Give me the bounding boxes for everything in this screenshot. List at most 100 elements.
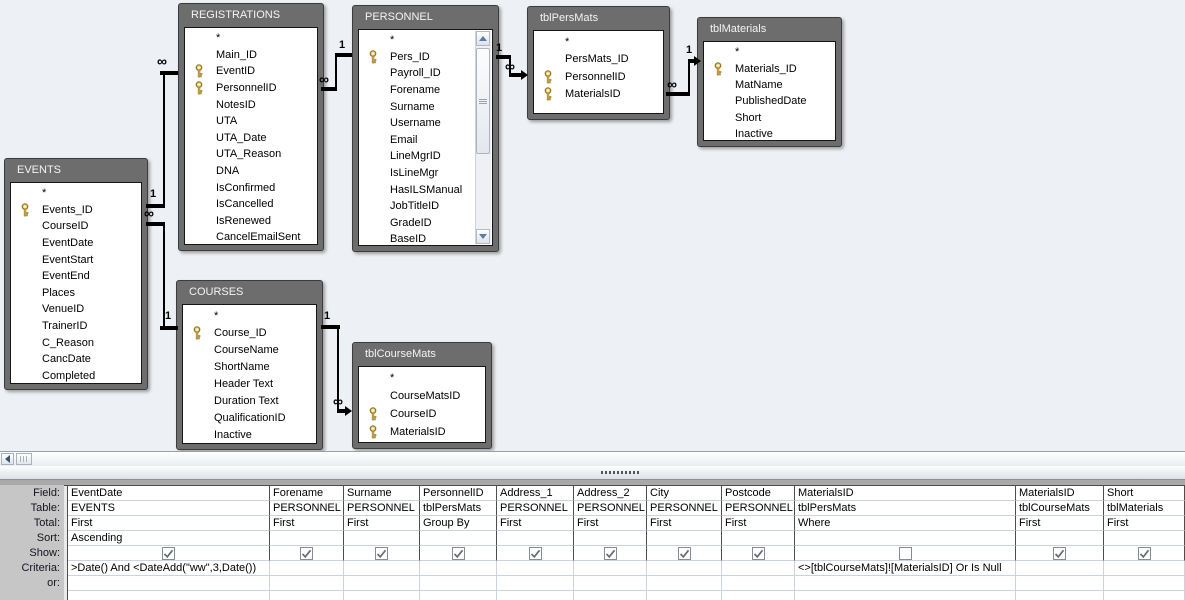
field-row-Inactive[interactable]: Inactive xyxy=(183,426,316,443)
join-line[interactable] xyxy=(160,326,178,330)
cell-sort-col5[interactable] xyxy=(574,531,647,546)
cell-field-col9[interactable]: MaterialsID xyxy=(1016,486,1104,501)
field-row-Materials_ID[interactable]: Materials_ID xyxy=(704,60,835,76)
cell-criteria-col3[interactable] xyxy=(420,561,497,576)
cell-field-col10[interactable]: Short xyxy=(1104,486,1185,501)
field-row-TrainerID[interactable]: TrainerID xyxy=(11,318,141,335)
show-checkbox[interactable] xyxy=(898,547,912,560)
cell-table-col2[interactable]: PERSONNEL xyxy=(344,501,420,516)
cell-field-col2[interactable]: Surname xyxy=(344,486,420,501)
field-row-UTA[interactable]: UTA xyxy=(185,113,317,130)
cell-extra-col8[interactable] xyxy=(795,591,1016,600)
cell-table-col6[interactable]: PERSONNEL xyxy=(647,501,722,516)
join-line[interactable] xyxy=(163,73,165,208)
field-row-PersonnelID[interactable]: PersonnelID xyxy=(534,68,663,86)
table-title[interactable]: EVENTS xyxy=(17,164,62,176)
show-checkbox[interactable] xyxy=(300,547,313,560)
cell-criteria-col10[interactable] xyxy=(1104,561,1185,576)
cell-sort-col2[interactable] xyxy=(344,531,420,546)
field-row-MatName[interactable]: MatName xyxy=(704,77,835,93)
cell-show-col6[interactable] xyxy=(647,546,722,561)
cell-total-col10[interactable]: First xyxy=(1104,516,1185,531)
cell-criteria-col5[interactable] xyxy=(574,561,647,576)
cell-total-col2[interactable]: First xyxy=(344,516,420,531)
join-line[interactable] xyxy=(146,222,165,226)
field-row-CourseName[interactable]: CourseName xyxy=(183,341,316,358)
cell-extra-col0[interactable] xyxy=(68,591,270,600)
field-row-IsLineMgr[interactable]: IsLineMgr xyxy=(359,165,492,182)
field-row-Completed[interactable]: Completed xyxy=(11,368,141,383)
cell-table-col4[interactable]: PERSONNEL xyxy=(497,501,574,516)
join-line[interactable] xyxy=(337,327,339,411)
cell-sort-col10[interactable] xyxy=(1104,531,1185,546)
field-row-IsConfirmed[interactable]: IsConfirmed xyxy=(185,179,317,196)
field-row-EventStart[interactable]: EventStart xyxy=(11,251,141,268)
cell-extra-col10[interactable] xyxy=(1104,591,1185,600)
field-row-C_Reason[interactable]: C_Reason xyxy=(11,334,141,351)
cell-show-col2[interactable] xyxy=(344,546,420,561)
join-line[interactable] xyxy=(321,87,337,91)
field-row-Main_ID[interactable]: Main_ID xyxy=(185,47,317,64)
cell-criteria-col6[interactable] xyxy=(647,561,722,576)
table-title[interactable]: tblCourseMats xyxy=(365,348,436,360)
cell-table-col9[interactable]: tblCourseMats xyxy=(1016,501,1104,516)
cell-show-col4[interactable] xyxy=(497,546,574,561)
cell-field-col0[interactable]: EventDate xyxy=(68,486,270,501)
field-row-star[interactable]: * xyxy=(359,369,485,387)
cell-show-col8[interactable] xyxy=(795,546,1016,561)
cell-or-col1[interactable] xyxy=(270,576,344,591)
field-row-PersMats_ID[interactable]: PersMats_ID xyxy=(534,51,663,69)
field-row-QualificationID[interactable]: QualificationID xyxy=(183,409,316,426)
join-line[interactable] xyxy=(163,224,165,329)
pane-splitter[interactable] xyxy=(0,466,1185,479)
join-line[interactable] xyxy=(509,73,522,77)
cell-criteria-col2[interactable] xyxy=(344,561,420,576)
field-row-IsRenewed[interactable]: IsRenewed xyxy=(185,213,317,230)
field-row-Email[interactable]: Email xyxy=(359,132,492,149)
cell-show-col9[interactable] xyxy=(1016,546,1104,561)
show-checkbox[interactable] xyxy=(162,547,175,560)
cell-show-col0[interactable] xyxy=(68,546,270,561)
field-row-BaseID[interactable]: BaseID xyxy=(359,231,492,245)
cell-table-col0[interactable]: EVENTS xyxy=(68,501,270,516)
cell-sort-col4[interactable] xyxy=(497,531,574,546)
cell-sort-col7[interactable] xyxy=(722,531,795,546)
field-row-CancelEmailSent[interactable]: CancelEmailSent xyxy=(185,229,317,244)
field-row-MaterialsID[interactable]: MaterialsID xyxy=(359,423,485,441)
field-row-CourseID[interactable]: CourseID xyxy=(359,405,485,423)
cell-criteria-col4[interactable] xyxy=(497,561,574,576)
table-title[interactable]: REGISTRATIONS xyxy=(191,9,281,21)
cell-or-col3[interactable] xyxy=(420,576,497,591)
join-line[interactable] xyxy=(688,59,695,63)
cell-total-col8[interactable]: Where xyxy=(795,516,1016,531)
cell-or-col10[interactable] xyxy=(1104,576,1185,591)
show-checkbox[interactable] xyxy=(603,547,617,560)
cell-sort-col1[interactable] xyxy=(270,531,344,546)
field-row-EventDate[interactable]: EventDate xyxy=(11,235,141,252)
field-row-VenueID[interactable]: VenueID xyxy=(11,301,141,318)
cell-or-col5[interactable] xyxy=(574,576,647,591)
field-row-Payroll_ID[interactable]: Payroll_ID xyxy=(359,65,492,82)
cell-or-col6[interactable] xyxy=(647,576,722,591)
field-row-CancDate[interactable]: CancDate xyxy=(11,351,141,368)
cell-total-col9[interactable]: First xyxy=(1016,516,1104,531)
cell-criteria-col7[interactable] xyxy=(722,561,795,576)
field-row-Forename[interactable]: Forename xyxy=(359,82,492,99)
cell-extra-col3[interactable] xyxy=(420,591,497,600)
field-row-ShortName[interactable]: ShortName xyxy=(183,358,316,375)
cell-sort-col6[interactable] xyxy=(647,531,722,546)
cell-extra-col6[interactable] xyxy=(647,591,722,600)
table-title[interactable]: COURSES xyxy=(189,286,244,298)
cell-table-col1[interactable]: PERSONNEL xyxy=(270,501,344,516)
cell-criteria-col8[interactable]: <>[tblCourseMats]![MaterialsID] Or Is Nu… xyxy=(795,561,1016,576)
hscroll-thumb[interactable] xyxy=(16,453,32,465)
show-checkbox[interactable] xyxy=(751,547,765,560)
table-title[interactable]: tblMaterials xyxy=(710,23,767,35)
join-line[interactable] xyxy=(496,55,511,59)
table-title[interactable]: tblPersMats xyxy=(540,12,599,24)
cell-field-col6[interactable]: City xyxy=(647,486,722,501)
